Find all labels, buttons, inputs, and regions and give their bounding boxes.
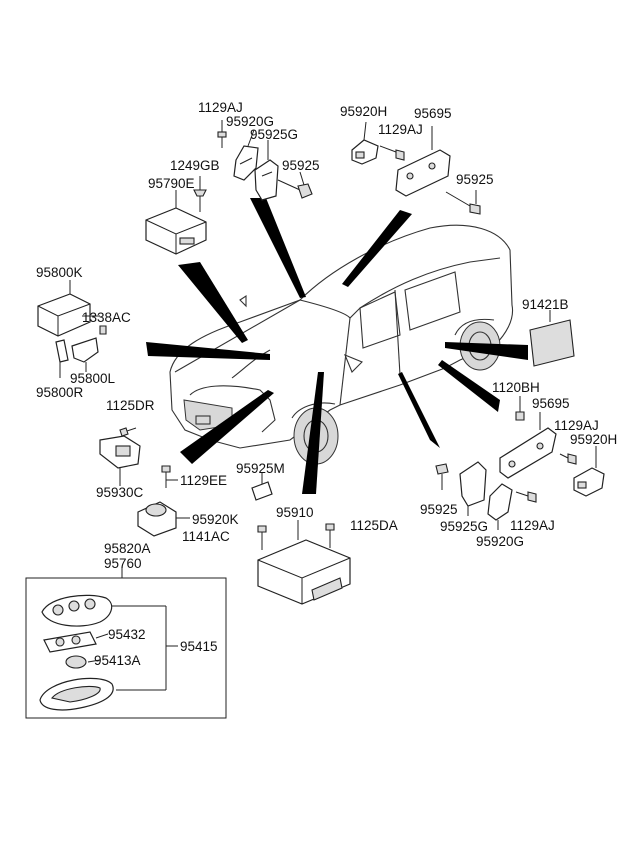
bracket-95695-top — [395, 126, 451, 197]
clip-1338ac — [99, 325, 107, 335]
sensor-95920g-lower — [487, 483, 513, 530]
bracket-95800l-r — [55, 337, 99, 378]
label-1125da: 1125DA — [350, 518, 398, 533]
nut-95925-lower — [435, 463, 449, 490]
bolt-1129ee — [161, 465, 178, 488]
label-95925-c: 95925 — [420, 502, 458, 517]
sensor-95920k — [137, 501, 190, 537]
bolt-1129aj-top — [217, 120, 227, 148]
bolt-1141ac — [257, 525, 267, 550]
label-1129ee: 1129EE — [180, 473, 227, 488]
part-labels: 1129AJ 95920G 95925G 95925 1249GB 95790E… — [36, 100, 617, 668]
nut-95925-top — [297, 171, 313, 199]
leader-wedges — [146, 198, 528, 494]
screw-1249gb — [193, 176, 207, 212]
label-95925g-b: 95925G — [440, 519, 488, 534]
label-95920h-a: 95920H — [340, 104, 387, 119]
module-95800k — [37, 280, 100, 337]
sensor-95920h-top — [351, 121, 379, 165]
label-1125dr: 1125DR — [106, 398, 155, 413]
label-95432: 95432 — [108, 627, 146, 642]
label-1120bh: 1120BH — [492, 380, 540, 395]
label-1141ac: 1141AC — [182, 529, 230, 544]
label-95920g-b: 95920G — [476, 534, 524, 549]
label-95760: 95760 — [104, 556, 142, 571]
keyfob-set-box — [25, 568, 227, 719]
bolt-1129aj-d — [515, 491, 537, 503]
bolt-1129aj-c — [559, 453, 577, 465]
sensor-95930c — [99, 435, 141, 486]
label-1129aj-c: 1129AJ — [554, 418, 599, 433]
bracket-95925g-top — [254, 140, 301, 201]
bolt-1129aj-b — [379, 145, 405, 161]
label-1129aj-b: 1129AJ — [378, 122, 423, 137]
label-95925-a: 95925 — [282, 158, 320, 173]
label-95920k: 95920K — [192, 512, 239, 527]
label-95790e: 95790E — [148, 176, 195, 191]
bolt-1125dr — [119, 427, 137, 437]
label-95695-a: 95695 — [414, 106, 452, 121]
pad-91421b — [529, 310, 575, 367]
label-91421b: 91421B — [522, 297, 569, 312]
label-95800r: 95800R — [36, 385, 84, 400]
label-95925m — [251, 472, 273, 501]
label-1249gb: 1249GB — [170, 158, 220, 173]
sensor-95920h-lower — [573, 446, 605, 497]
bolt-95925-top-right — [445, 190, 481, 215]
label-95415: 95415 — [180, 639, 218, 654]
car-illustration — [169, 224, 514, 465]
label-95695-b: 95695 — [532, 396, 570, 411]
label-95925g-a: 95925G — [250, 127, 298, 142]
bolt-1120bh — [515, 396, 525, 421]
label-1338ac: 1338AC — [82, 310, 131, 325]
bracket-95925g-lower — [459, 461, 487, 516]
label-95930c: 95930C — [96, 485, 144, 500]
label-95413a: 95413A — [94, 653, 141, 668]
label-95820a: 95820A — [104, 541, 151, 556]
label-95920h-b: 95920H — [570, 432, 617, 447]
sensor-95920g-top — [233, 129, 259, 181]
acu-95910 — [257, 520, 351, 605]
bracket-95695-lower — [499, 412, 557, 479]
bolt-1125da — [325, 523, 335, 548]
label-95925m: 95925M — [236, 461, 285, 476]
label-95910: 95910 — [276, 505, 314, 520]
label-1129aj-a: 1129AJ — [198, 100, 243, 115]
label-1129aj-d: 1129AJ — [510, 518, 555, 533]
label-95800l: 95800L — [70, 371, 116, 386]
label-95925-b: 95925 — [456, 172, 494, 187]
module-95790e — [145, 190, 207, 255]
label-95920g-a: 95920G — [226, 114, 274, 129]
label-95800k: 95800K — [36, 265, 83, 280]
